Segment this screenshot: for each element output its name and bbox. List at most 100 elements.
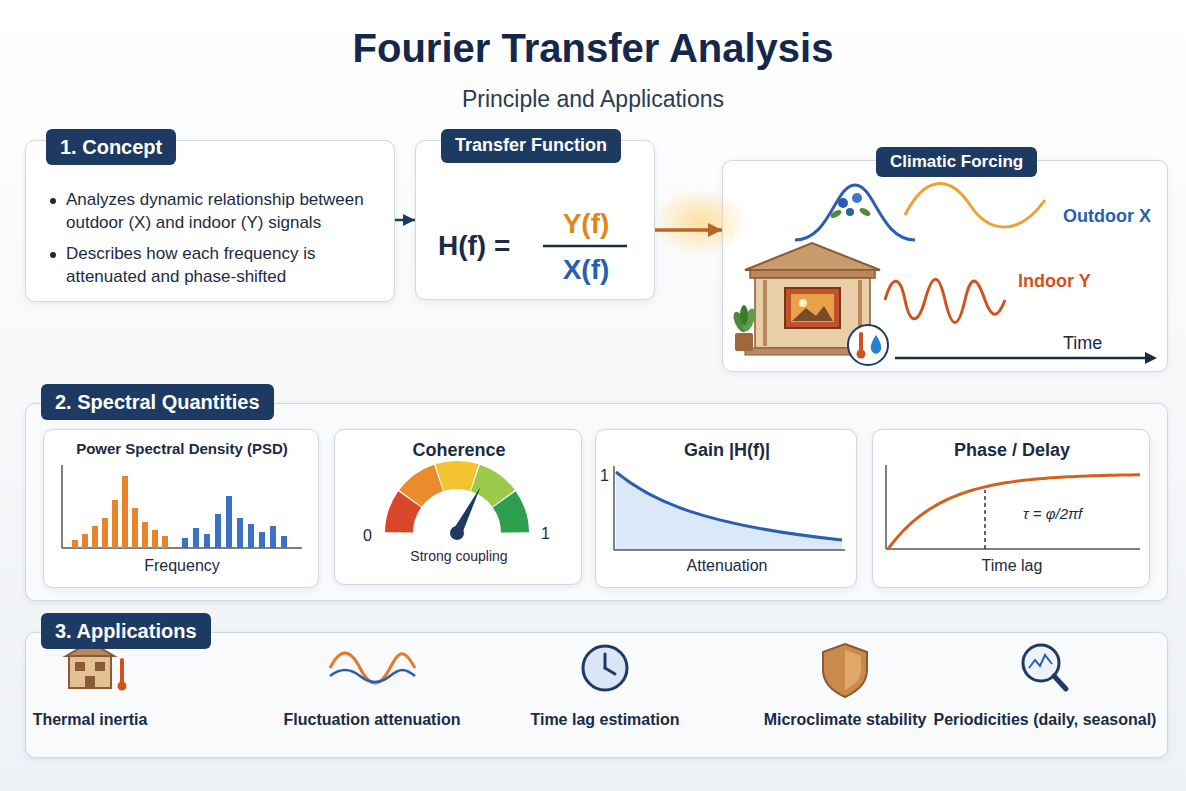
plant-icon [735,333,753,351]
plant-icon [731,310,749,334]
psd-chart [152,530,158,548]
magnifier-icon [1023,645,1066,689]
psd-chart [259,532,265,548]
section-panel: 2. Spectral QuantitiesPower Spectral Den… [25,403,1168,601]
fluctuation-icon [330,653,415,683]
coherence-gauge [385,491,421,532]
card-heading: Power Spectral Density (PSD) [44,440,320,458]
outdoor-signal [852,193,862,203]
section-tab: 3. Applications [41,613,211,649]
outdoor-signal [795,184,1045,240]
plant-icon [740,307,758,333]
outdoor-signal [905,184,1045,227]
museum-building [791,294,834,322]
magnifier-icon [1054,676,1066,689]
psd-chart [62,465,302,548]
application-label: Microclimate stability [720,710,970,729]
title: Fourier Transfer Analysis [0,24,1186,72]
bullet-text: Analyzes dynamic relationship between ou… [48,189,380,235]
coherence-card: Coherence0Strong coupling1 [334,429,582,585]
psd-chart [204,534,210,548]
card-heading: Gain |H(f)| [596,440,858,462]
gain-chart [616,472,842,540]
psd-chart [162,536,168,548]
fluctuation-icon [330,653,415,683]
box-tab: Transfer Function [441,129,621,163]
fraction-bar [543,245,627,248]
transfer-function-box: Transfer FunctionH(f) =Y(f)X(f) [415,140,655,300]
indoor-signal [885,279,1005,322]
thermal-inertia-icon [120,660,124,682]
psd-chart [61,465,63,548]
phase-chart [984,490,986,549]
outdoor-signal [846,208,854,216]
formula-numerator: Y(f) [544,207,628,241]
application-label: Thermal inertia [0,710,215,729]
psd-chart [237,518,243,548]
coherence-gauge [450,526,464,540]
psd-chart [226,496,232,548]
formula-lhs: H(f) = [438,229,510,263]
outdoor-signal [858,206,871,217]
clock-icon [583,646,627,690]
psd-chart [102,518,108,548]
outdoor-signal [829,208,842,219]
phase-chart [888,475,1140,549]
forcing-glow [652,188,748,256]
gain-chart [613,466,615,550]
box-tab: Climatic Forcing [876,147,1037,177]
thermal-inertia-icon [75,662,85,671]
thermal-inertia-icon [95,662,105,671]
psd-card: Power Spectral Density (PSD) Frequency [43,429,319,588]
thermal-inertia-icon [118,682,127,691]
sensor-icon [848,325,888,365]
application-label: Periodicities (daily, seasonal) [920,710,1170,729]
time-axis [895,352,1157,364]
museum-building [745,348,880,355]
museum-building [763,280,767,346]
phase-card: Phase / Delayτ = φ/2πfTime lag [872,429,1150,588]
shield-icon [823,644,867,697]
indoor-signal [885,279,1005,322]
psd-chart [112,500,118,548]
psd-chart [215,514,221,548]
thermal-inertia-icon [69,656,111,688]
museum-building [858,280,862,346]
psd-chart [72,540,78,548]
phase-chart [886,465,1140,549]
thermal-inertia-icon [66,642,114,656]
psd-chart [122,476,128,548]
psd-chart [182,538,188,548]
coherence-gauge [399,465,443,507]
magnifier-icon [1023,645,1059,681]
gauge-caption: Strong coupling [335,548,583,565]
phase-chart [885,465,887,549]
coherence-gauge [453,487,481,536]
outdoor-signal [795,185,915,240]
concept-box: 1. ConceptAnalyzes dynamic relationship … [25,140,395,302]
section-panel: 3. Applications [25,632,1168,758]
gain-chart [616,472,842,550]
signal-label: Outdoor X [1063,206,1151,228]
psd-chart [82,534,88,548]
gain-chart [614,549,845,551]
psd-chart [193,528,199,548]
museum-building [799,299,807,307]
flow-arrow [395,219,415,222]
coherence-gauge [435,461,478,491]
axis-tick: 1 [600,466,609,485]
sensor-icon [857,350,866,359]
shield-icon [845,650,861,690]
signal-label: Indoor Y [1018,271,1091,293]
gain-card: Gain |H(f)| 1Attenuation [595,429,857,588]
axis-caption: Frequency [44,556,320,575]
card-heading: Coherence [335,440,583,462]
museum-building [755,278,870,348]
shield-icon [823,644,867,697]
psd-chart [92,526,98,548]
climatic-forcing-box: Climatic ForcingOutdoor XIndoor YTime [722,160,1168,372]
outdoor-signal [838,198,848,208]
museum-building [745,243,880,355]
section-tab: 1. Concept [46,129,176,165]
axis-caption: Attenuation [596,556,858,575]
